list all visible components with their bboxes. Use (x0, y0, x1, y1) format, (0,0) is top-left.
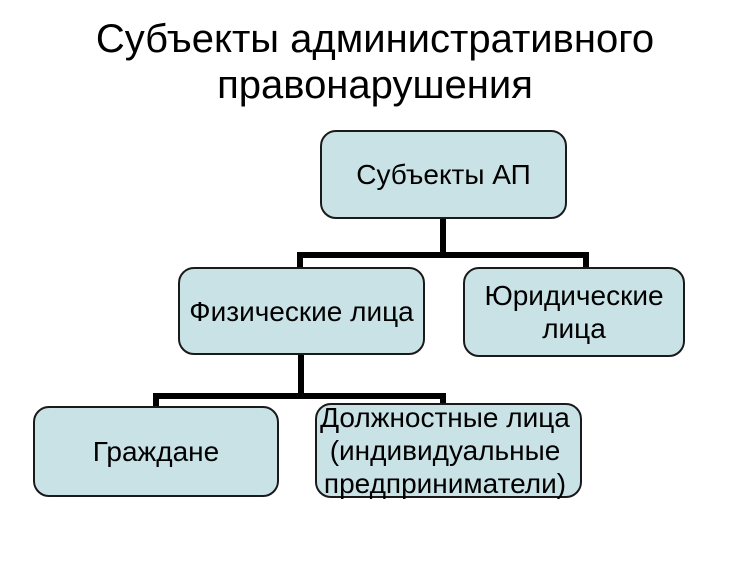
node-officials-label: Должностные лица (индивидуальные предпри… (320, 402, 570, 499)
node-subjects-ap: Субъекты АП (320, 130, 567, 219)
node-legal-persons: Юридические лица (463, 267, 685, 357)
node-citizens-label: Граждане (92, 436, 220, 467)
connector-drop-physical (297, 252, 303, 269)
slide-title: Субъекты административного правонарушени… (95, 17, 655, 107)
node-physical-persons: Физические лица (178, 267, 425, 355)
connector-root-crossbar (297, 252, 589, 258)
node-subjects-ap-label: Субъекты АП (356, 159, 531, 190)
node-citizens: Граждане (33, 406, 279, 497)
connector-root-stem (440, 218, 446, 258)
connector-drop-officials (440, 393, 446, 405)
connector-physical-crossbar (153, 393, 446, 399)
node-physical-persons-label: Физические лица (189, 295, 414, 327)
node-legal-persons-label: Юридические лица (484, 280, 664, 344)
node-officials: Должностные лица (индивидуальные предпри… (315, 402, 582, 499)
connector-drop-legal (583, 252, 589, 269)
connector-physical-stem (298, 354, 304, 399)
connector-drop-citizens (153, 393, 159, 408)
